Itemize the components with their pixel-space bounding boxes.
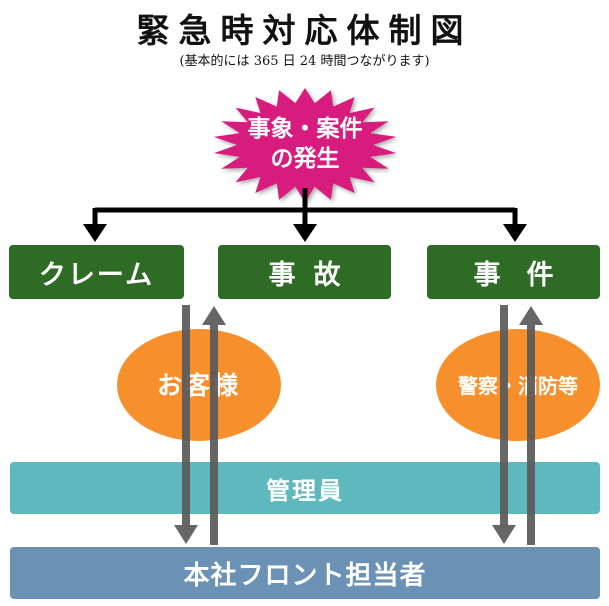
front-office-bar: 本社フロント担当者 (10, 547, 600, 599)
arrow-claim-up-shaft (210, 323, 218, 545)
category-box-claim: クレーム (9, 245, 184, 299)
arrow-incident-up-shaft (527, 323, 535, 545)
arrowhead-claim (83, 224, 107, 242)
police-ellipse (436, 329, 600, 441)
arrow-incident-down-head (492, 525, 516, 544)
tree-connector (92, 188, 518, 226)
category-box-accident: 事故 (218, 245, 391, 299)
arrow-claim-up-head (202, 306, 226, 325)
arrow-incident-down-shaft (500, 305, 508, 527)
category-label-accident: 事故 (268, 259, 359, 291)
arrowhead-accident (293, 224, 317, 242)
category-label-incident: 事件 (473, 259, 580, 291)
arrow-claim-down-head (174, 525, 198, 544)
customer-label: お客様 (157, 371, 241, 400)
manager-label: 管理員 (266, 476, 344, 505)
trigger-label-line2: の発生 (271, 146, 340, 172)
trigger-label-line1: 事象・案件 (248, 115, 363, 142)
arrowhead-incident (503, 224, 527, 242)
arrow-claim-down-shaft (182, 305, 190, 527)
page-title: 緊急時対応体制図 (136, 11, 473, 50)
front-office-label: 本社フロント担当者 (183, 560, 427, 591)
arrow-incident-up-head (519, 306, 543, 325)
category-label-claim: クレーム (38, 259, 155, 291)
category-box-incident: 事件 (427, 245, 600, 299)
page-subtitle: (基本的には 365 日 24 時間つながります) (179, 54, 430, 69)
trigger-burst-shape (213, 88, 397, 202)
police-label: 警察・消防等 (458, 374, 578, 398)
customer-ellipse (117, 329, 281, 441)
